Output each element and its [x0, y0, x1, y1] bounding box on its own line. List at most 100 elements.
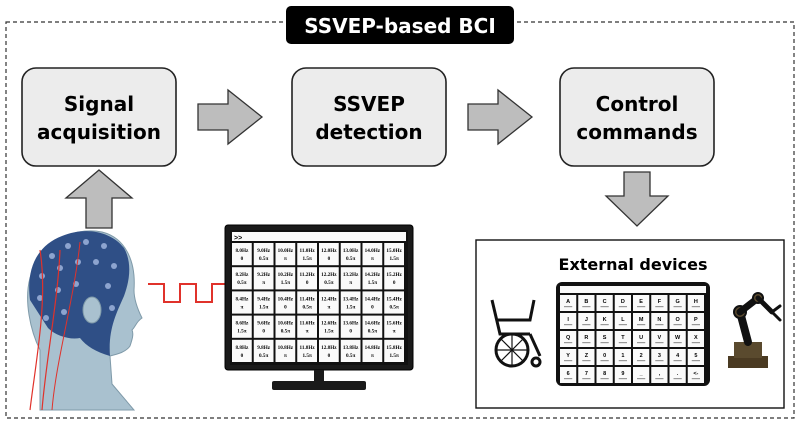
stimulus-frequency: 12.0Hz	[321, 248, 337, 254]
key-cell: S	[596, 331, 613, 347]
box-ssvep-detection: SSVEP detection	[291, 67, 447, 167]
key-cell: 3	[651, 349, 668, 365]
key-label: ,	[659, 371, 661, 377]
stimulus-phase: 1.5π	[324, 329, 333, 335]
stimulus-phase: 0	[349, 329, 352, 335]
stimulus-frequency: 14.2Hz	[365, 272, 381, 278]
key-label: M	[639, 317, 644, 323]
key-label: 6	[567, 371, 570, 377]
key-cell: F	[651, 295, 668, 311]
key-cell: Y	[560, 349, 577, 365]
stimulus-frequency: 8.8Hz	[235, 345, 249, 351]
box-label-line2: acquisition	[37, 120, 161, 144]
key-label: 5	[694, 353, 697, 359]
stimulus-phase: 1.5π	[302, 353, 311, 359]
key-label: K	[603, 317, 607, 323]
stimulus-phase: π	[240, 304, 243, 310]
electrode-dots	[37, 239, 117, 321]
key-cell: Q	[560, 331, 577, 347]
key-label: P	[694, 317, 698, 323]
key-label: W	[675, 335, 681, 341]
stimulus-frequency: 14.8Hz	[365, 345, 381, 351]
stimulus-phase: 0	[393, 280, 396, 286]
stimulus-phase: 0	[306, 280, 309, 286]
stimulus-frequency: 13.2Hz	[343, 272, 359, 278]
stimulus-phase: 0.5π	[368, 329, 377, 335]
key-label: A	[566, 299, 570, 305]
box-control-commands: Control commands	[559, 67, 715, 167]
wheelchair-icon	[490, 299, 542, 368]
stimulus-phase: 0.5π	[346, 353, 355, 359]
stimulus-phase: π	[284, 353, 287, 359]
key-cell: T	[614, 331, 631, 347]
stimulus-phase: 1.5π	[368, 280, 377, 286]
stimulus-frequency: 10.4Hz	[278, 296, 294, 302]
title-pill	[286, 6, 514, 44]
key-cell: ,	[651, 367, 668, 383]
key-label: D	[621, 299, 625, 305]
key-cell: <-	[687, 367, 704, 383]
stimulus-cell: 11.2Hz 0	[297, 267, 317, 290]
key-cell: 4	[669, 349, 686, 365]
box-label-line2: detection	[315, 120, 422, 144]
key-cell: P	[687, 313, 704, 329]
stimulus-phase: π	[371, 353, 374, 359]
stimulus-phase: 0.5π	[237, 280, 246, 286]
stimulus-frequency: 12.4Hz	[321, 296, 337, 302]
stimulus-frequency: 9.8Hz	[257, 345, 271, 351]
key-cell: R	[578, 331, 595, 347]
stimulus-frequency: 8.2Hz	[235, 272, 249, 278]
key-cell: V	[651, 331, 668, 347]
stimulus-phase: π	[262, 280, 265, 286]
key-cell: 5	[687, 349, 704, 365]
stimulus-frequency: 9.6Hz	[257, 321, 271, 327]
stimulus-monitor: >> 8.0Hz09.0Hz0.5π10.0Hzπ11.0Hz1.5π12.0H…	[224, 224, 414, 390]
key-cell: Z	[578, 349, 595, 365]
stimulus-phase: 1.5π	[389, 353, 398, 359]
key-label: C	[603, 299, 607, 305]
key-cell: 9	[614, 367, 631, 383]
key-cell: X	[687, 331, 704, 347]
stimulus-frequency: 8.6Hz	[235, 321, 249, 327]
key-label: S	[603, 335, 607, 341]
arrow-right-icon	[197, 88, 264, 146]
stimulus-cell: 14.2Hz 1.5π	[362, 267, 383, 290]
key-label: F	[658, 299, 662, 305]
key-cell: D	[614, 295, 631, 311]
stimulus-phase: 0	[371, 304, 374, 310]
key-label: I	[567, 317, 569, 323]
stimulus-phase: 1.5π	[302, 256, 311, 262]
stimulus-cell: 8.6Hz 1.5π	[232, 315, 252, 338]
key-label: Y	[566, 353, 570, 359]
key-cell: O	[669, 313, 686, 329]
key-cell: L	[614, 313, 631, 329]
stimulus-frequency: 13.4Hz	[343, 296, 359, 302]
stimulus-frequency: 13.8Hz	[343, 345, 359, 351]
stimulus-phase: 0	[241, 353, 244, 359]
stimulus-frequency: 11.2Hz	[300, 272, 316, 278]
key-label: G	[675, 299, 679, 305]
key-cell: A	[560, 295, 577, 311]
stimulus-phase: 0.5π	[346, 256, 355, 262]
stimulus-phase: 1.5π	[237, 329, 246, 335]
arrow-down-icon	[604, 171, 670, 227]
stimulus-frequency: 9.4Hz	[257, 296, 271, 302]
stimulus-phase: π	[393, 329, 396, 335]
stimulus-phase: 0.5π	[389, 304, 398, 310]
arrow-right-icon	[467, 88, 534, 146]
stimulus-cell: 8.2Hz 0.5π	[232, 267, 252, 290]
